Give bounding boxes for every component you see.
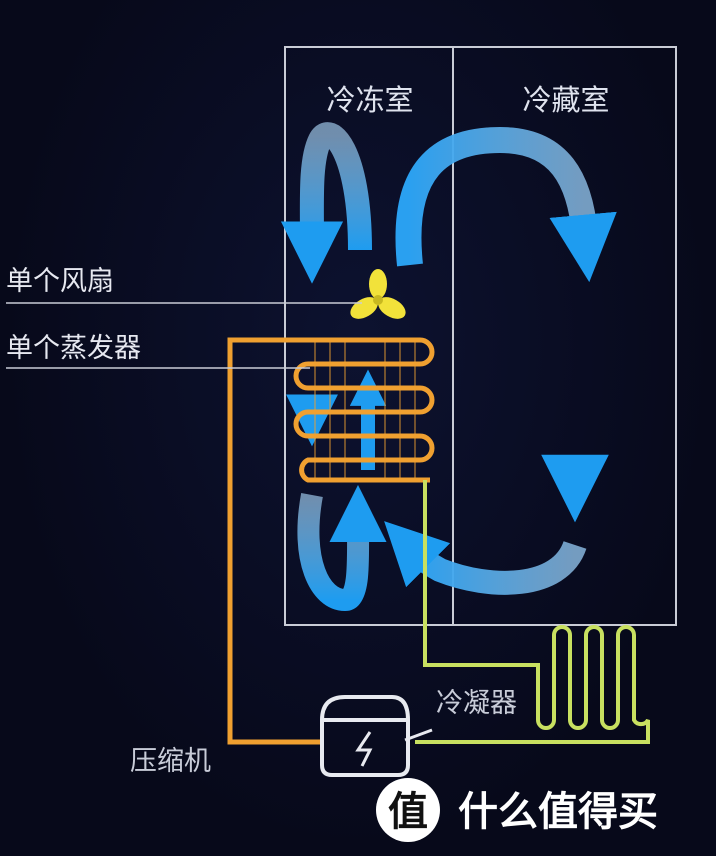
fridge-label: 冷藏室 bbox=[522, 83, 609, 117]
watermark-logo-char: 值 bbox=[388, 789, 428, 835]
compressor-icon bbox=[320, 695, 433, 777]
cabinet-outline bbox=[284, 46, 677, 626]
watermark-logo bbox=[376, 778, 440, 842]
fan-icon bbox=[350, 269, 406, 319]
freezer-label: 冷冻室 bbox=[326, 83, 413, 117]
fridge-top-arrow bbox=[395, 126, 617, 283]
fan-callout-label: 单个风扇 bbox=[6, 266, 114, 297]
watermark: 值 什么值得买 bbox=[376, 778, 658, 842]
evaporator-callout-label: 单个蒸发器 bbox=[6, 333, 141, 364]
condenser-coil bbox=[415, 480, 650, 744]
watermark-text: 什么值得买 bbox=[458, 789, 658, 835]
compressor-label: 压缩机 bbox=[130, 746, 211, 777]
fridge-return-arrow bbox=[384, 521, 587, 595]
evaporator-fins bbox=[314, 340, 416, 480]
freezer-bottom-arrow bbox=[297, 484, 387, 612]
freezer-top-arrow bbox=[280, 122, 372, 284]
evaporator-coil bbox=[227, 337, 435, 745]
airflow-arrows bbox=[280, 122, 617, 612]
condenser-label: 冷凝器 bbox=[436, 688, 517, 719]
